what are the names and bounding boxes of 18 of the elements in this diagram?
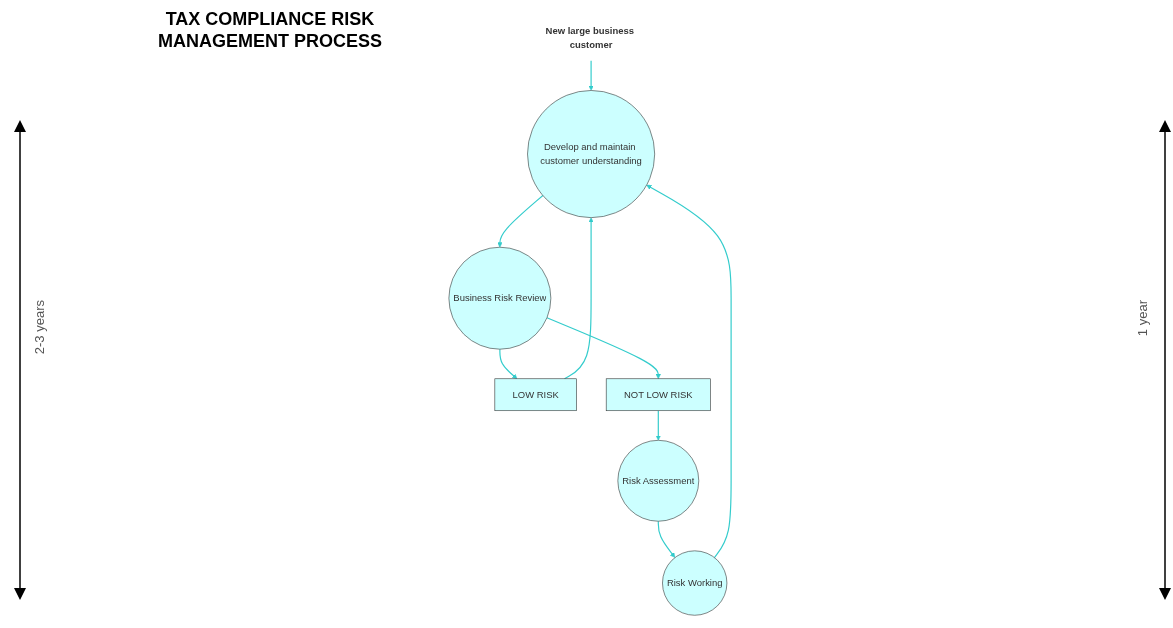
arrow [655,410,661,441]
arrow [657,520,676,558]
arrow [588,60,594,91]
node-text: New large business customer [545,25,634,50]
node-circle: Risk Assessment [617,440,700,522]
arrow [497,194,544,248]
arrow [563,217,594,380]
node-box: NOT LOW RISK [605,378,711,411]
duration-label: 1 year [1135,300,1150,337]
node-circle: Risk Working [662,550,728,616]
diagram-title: TAX COMPLIANCE RISK MANAGEMENT PROCESS [157,8,383,52]
arrow [499,348,518,379]
arrow [546,317,661,379]
node-circle: Develop and maintain customer understanding [527,90,655,218]
node-circle: Business Risk Review [448,246,552,350]
arrow [646,184,732,559]
duration-label: 2-3 years [32,300,47,355]
node-box: LOW RISK [494,378,577,411]
